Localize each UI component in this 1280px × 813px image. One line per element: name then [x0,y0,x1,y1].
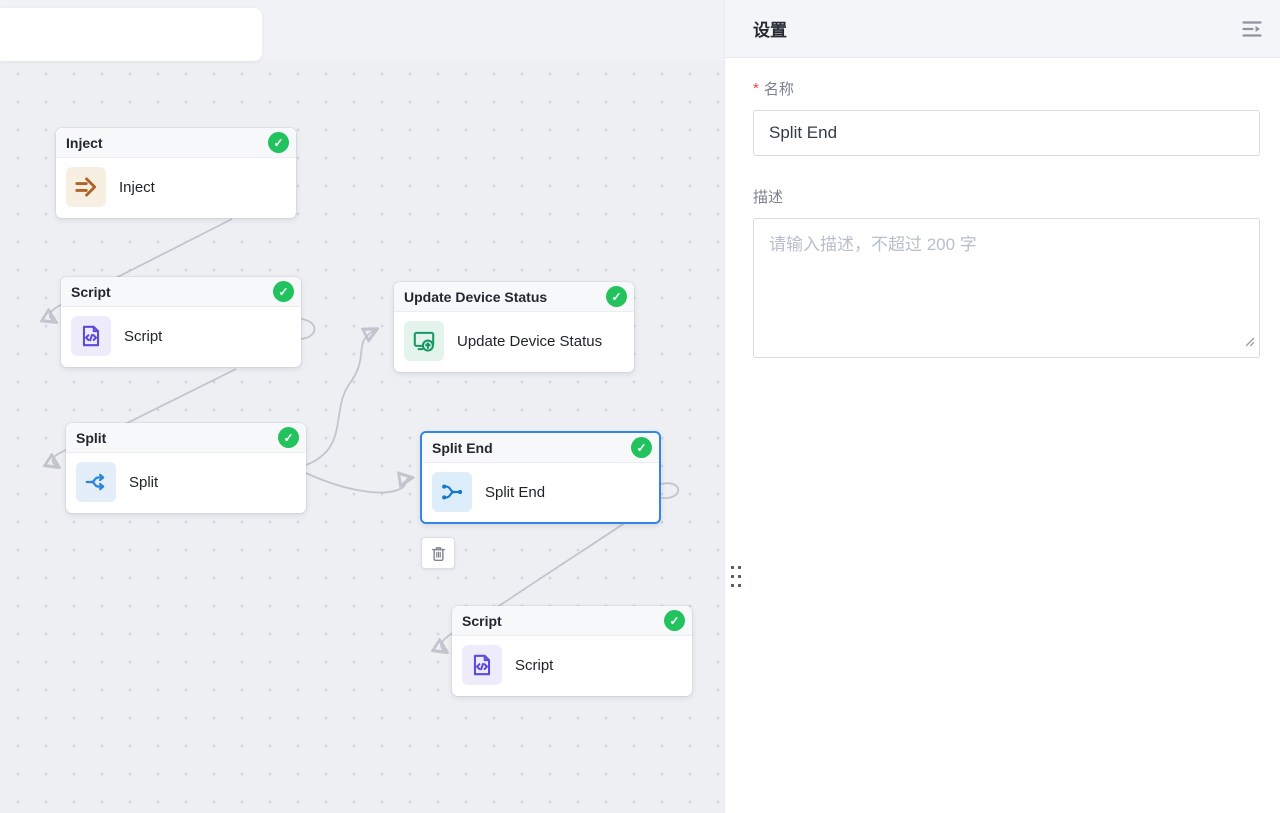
status-success-icon: ✓ [664,610,685,631]
status-success-icon: ✓ [278,427,299,448]
node-header: Inject ✓ [56,128,296,158]
collapse-panel-button[interactable] [1240,17,1264,41]
node-title: Script [71,283,111,300]
name-input[interactable] [753,110,1260,156]
node-body: Update Device Status [394,312,634,370]
node-title: Update Device Status [404,288,548,305]
drag-dot [731,584,734,587]
node-label: Update Device Status [457,332,603,350]
node-body: Split End [422,463,659,521]
flow-node-update-device-status[interactable]: Update Device Status ✓ Update Device Sta… [394,282,634,372]
name-field-label: * 名称 [753,78,1260,99]
settings-panel-title: 设置 [753,21,787,40]
node-header: Split End ✓ [422,433,659,463]
split-end-merge-icon [432,472,472,512]
node-title: Inject [66,134,103,151]
node-label: Inject [119,178,155,196]
status-success-icon: ✓ [606,286,627,307]
node-title: Split [76,429,107,446]
flow-node-inject[interactable]: Inject ✓ Inject [56,128,296,218]
description-label-text: 描述 [753,189,784,206]
drag-dot [738,575,741,578]
flow-tab[interactable] [0,8,262,61]
node-body: Script [61,307,301,365]
node-label: Split [129,473,159,491]
flow-node-script-2[interactable]: Script ✓ Script [452,606,692,696]
panel-resize-handle[interactable] [731,566,741,587]
node-header: Script ✓ [61,277,301,307]
node-body: Inject [56,158,296,216]
description-field-label: 描述 [753,186,1260,207]
drag-dot [738,566,741,569]
description-textarea[interactable] [753,218,1260,358]
settings-panel: 设置 * 名称 描述 [724,0,1280,813]
edge-split-to-split-end[interactable] [305,473,410,494]
edge-script-output-stub[interactable] [300,318,316,340]
node-title: Split End [432,439,493,456]
script-code-file-icon [462,645,502,685]
script-code-file-icon [71,316,111,356]
node-body: Script [452,636,692,694]
node-label: Script [515,656,554,674]
edge-split-end-output-stub[interactable] [660,482,680,499]
required-asterisk: * [753,80,759,97]
status-success-icon: ✓ [273,281,294,302]
drag-dot [731,566,734,569]
node-header: Update Device Status ✓ [394,282,634,312]
node-label: Split End [485,483,546,501]
status-success-icon: ✓ [631,437,652,458]
textarea-resize-handle[interactable] [1242,334,1255,352]
delete-node-button[interactable] [421,537,455,569]
flow-node-split-end[interactable]: Split End ✓ Split End [420,431,661,524]
flow-node-split[interactable]: Split ✓ Split [66,423,306,513]
split-branch-icon [76,462,116,502]
edge-split-to-update-device-status[interactable] [305,330,375,466]
name-label-text: 名称 [763,81,794,98]
node-header: Script ✓ [452,606,692,636]
trash-icon [431,546,445,561]
menu-unfold-icon [1242,20,1262,37]
settings-form: * 名称 描述 [725,58,1280,358]
node-body: Split [66,453,306,511]
status-success-icon: ✓ [268,132,289,153]
canvas-topbar [0,0,724,61]
drag-dot [731,575,734,578]
flow-canvas[interactable]: Inject ✓ Inject Script ✓ [0,0,724,813]
node-header: Split ✓ [66,423,306,453]
node-title: Script [462,612,502,629]
node-label: Script [124,327,163,345]
drag-dot [738,584,741,587]
device-status-monitor-icon [404,321,444,361]
inject-arrow-icon [66,167,106,207]
settings-panel-header: 设置 [725,0,1280,58]
flow-node-script-1[interactable]: Script ✓ Script [61,277,301,367]
